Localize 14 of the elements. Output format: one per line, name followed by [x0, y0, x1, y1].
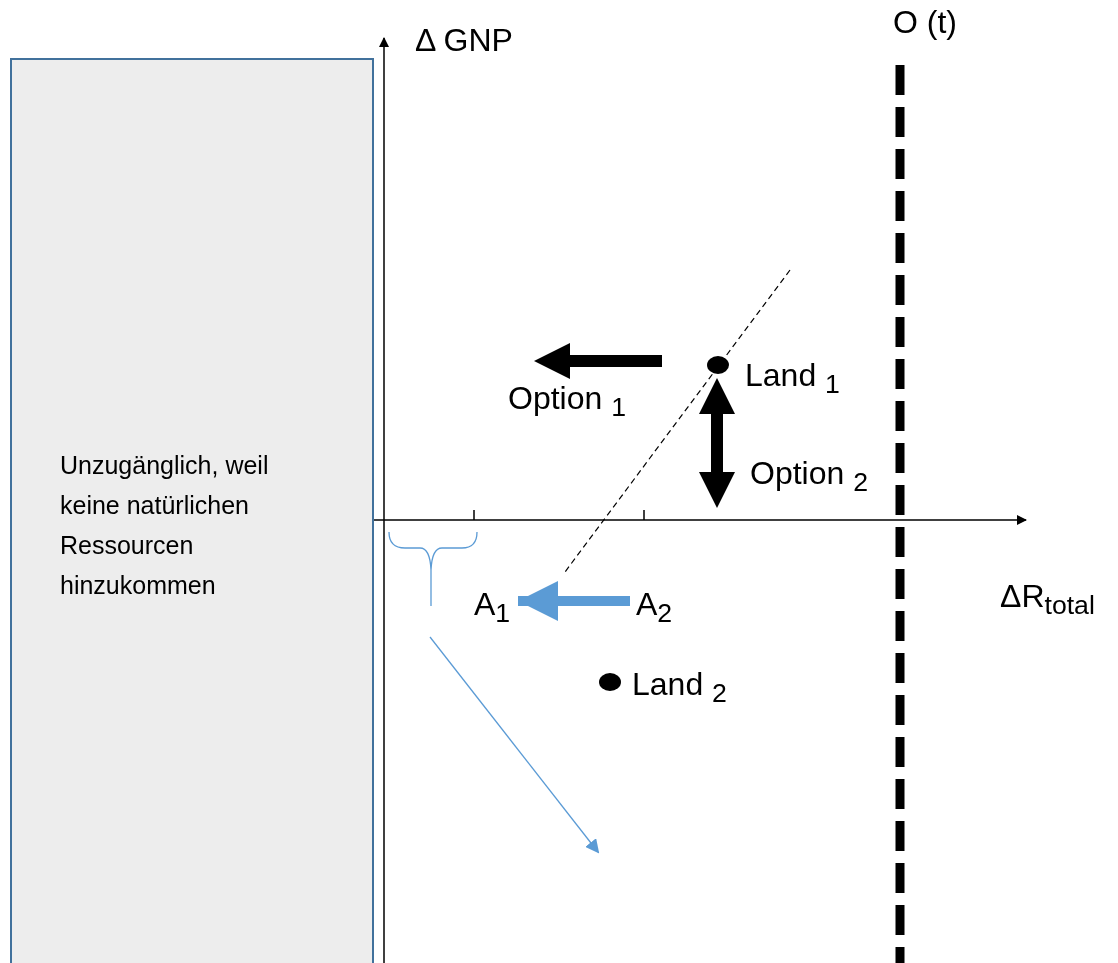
point-label: Land $_{2}$ — [632, 666, 727, 710]
region-note: Unzugänglich, weil keine natürlichen Ressourcen hinzukommen — [60, 450, 270, 601]
option-label: Option $_{2}$ — [750, 455, 868, 499]
dot-marker — [707, 356, 729, 374]
axis-label: O (t) — [893, 4, 957, 41]
axis-label: ΔR$_{total}$ — [1000, 578, 1095, 622]
arrow — [518, 581, 630, 621]
axis-label: Δ GNP — [415, 22, 513, 59]
point-label: Land $_{1}$ — [745, 357, 840, 401]
point-label: A$_{1}$ — [474, 586, 511, 630]
point-label: A$_{2}$ — [636, 586, 673, 630]
shaded-region — [10, 58, 374, 963]
dot-marker — [599, 673, 621, 691]
option-label: Option $_{1}$ — [508, 380, 626, 424]
